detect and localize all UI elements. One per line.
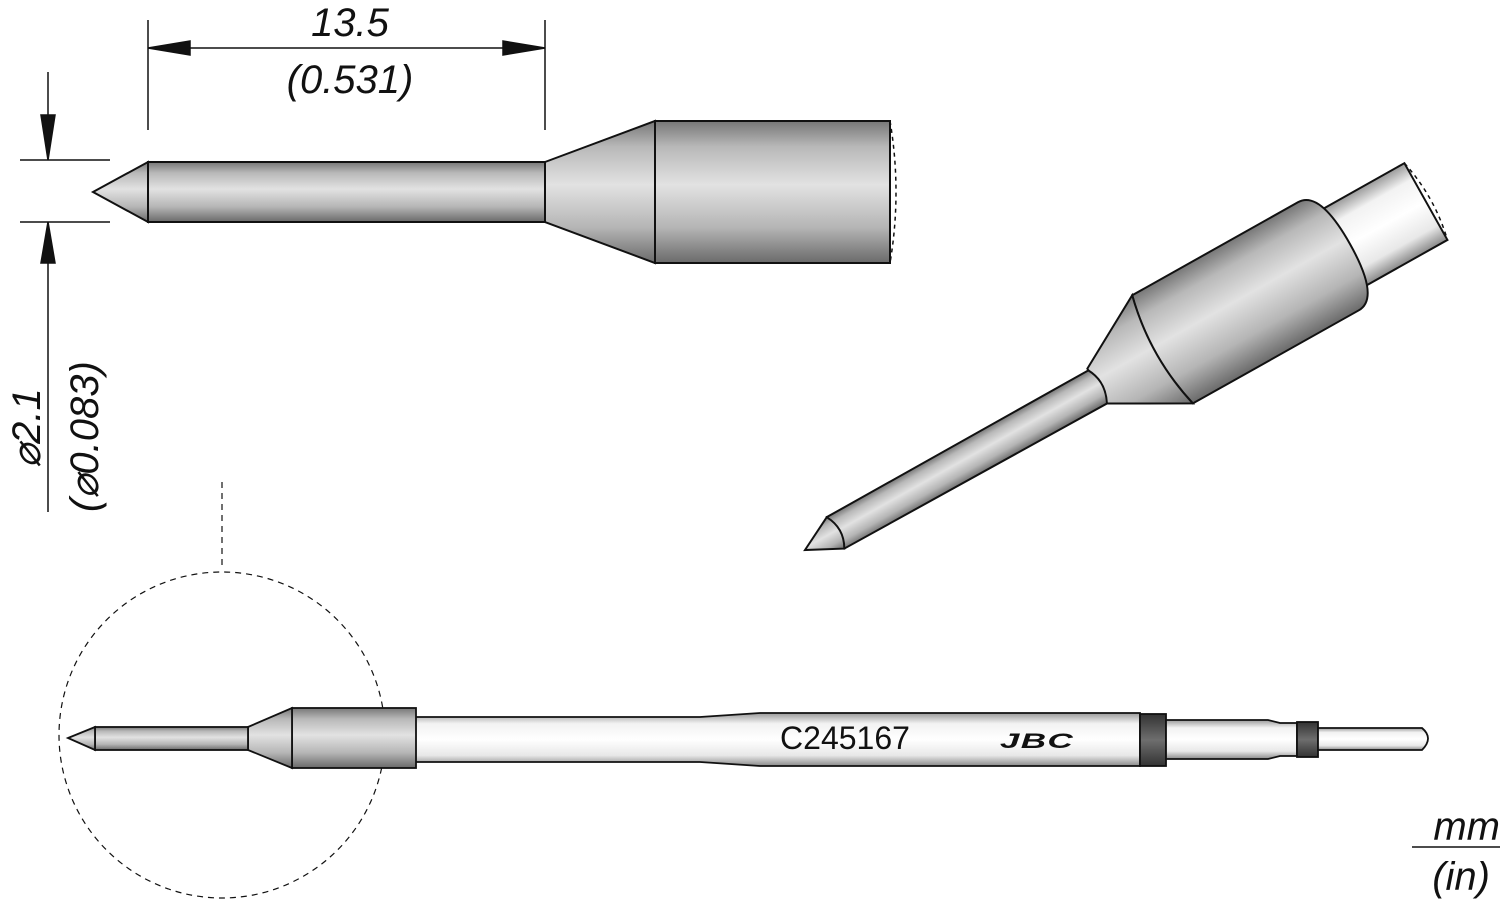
pin <box>1317 727 1429 751</box>
diameter-dimension <box>20 72 110 512</box>
tip-shaft <box>94 726 249 751</box>
arrow-right-icon <box>502 40 546 56</box>
isometric-view <box>803 161 1449 552</box>
side-view-body <box>654 120 891 264</box>
iso-cone <box>1086 292 1196 405</box>
arrow-up-icon <box>40 221 56 264</box>
units-in: (in) <box>1432 855 1490 899</box>
band-2 <box>1296 721 1319 758</box>
tip-cone <box>247 706 293 770</box>
side-view-shaft <box>147 161 546 223</box>
side-view <box>90 119 897 265</box>
diameter-mm-label: ⌀2.1 <box>5 388 49 468</box>
tip-body <box>291 707 417 769</box>
band-1 <box>1139 713 1167 767</box>
iso-end-break <box>1403 162 1449 241</box>
length-mm-label: 13.5 <box>311 1 390 45</box>
side-view-point <box>90 160 149 224</box>
units-mm: mm <box>1433 805 1500 849</box>
length-dimension <box>147 20 546 130</box>
sleeve <box>1165 719 1298 760</box>
side-view-cone <box>544 119 656 265</box>
jbc-logo: JBC <box>1000 730 1074 753</box>
iso-point <box>803 515 846 552</box>
part-number: C245167 <box>780 720 910 756</box>
iso-shaft <box>825 369 1108 550</box>
length-in-label: (0.531) <box>287 58 414 102</box>
tip-point <box>65 725 96 752</box>
arrow-down-icon <box>40 114 56 161</box>
diameter-in-label: (⌀0.083) <box>63 361 107 512</box>
arrow-left-icon <box>147 40 191 56</box>
full-tip-view <box>58 482 1429 899</box>
